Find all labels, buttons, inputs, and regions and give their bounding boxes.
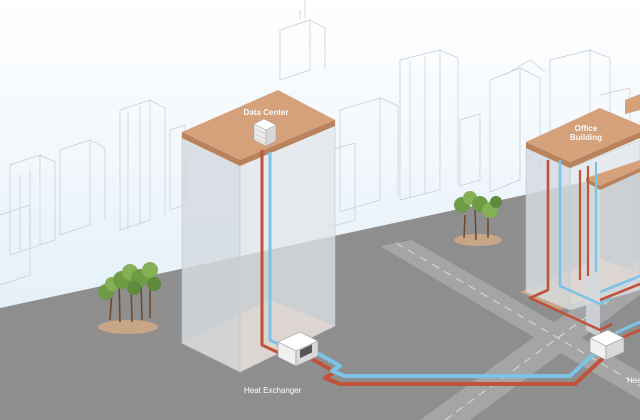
hot-pipe-main: [304, 353, 607, 386]
office-building-label: Office Building: [566, 124, 606, 142]
office-label-line1: Office: [574, 124, 598, 133]
heat-exchanger-right: [589, 329, 625, 361]
office-label-line2: Building: [570, 133, 602, 142]
cold-pipe-main: [311, 348, 600, 378]
heat-exchanger-label-right: Hea: [627, 376, 640, 385]
data-center-label: Data Center: [243, 108, 289, 117]
tree-cluster-middle: [454, 191, 502, 246]
office-roof: [526, 108, 640, 162]
server-rack-icon: [253, 118, 277, 147]
tree-cluster-left: [98, 262, 161, 334]
heat-exchanger-left: [277, 331, 319, 367]
data-center-building: [180, 90, 336, 373]
heat-exchanger-label-left: Heat Exchanger: [244, 386, 302, 395]
background-skyline: [0, 0, 631, 286]
